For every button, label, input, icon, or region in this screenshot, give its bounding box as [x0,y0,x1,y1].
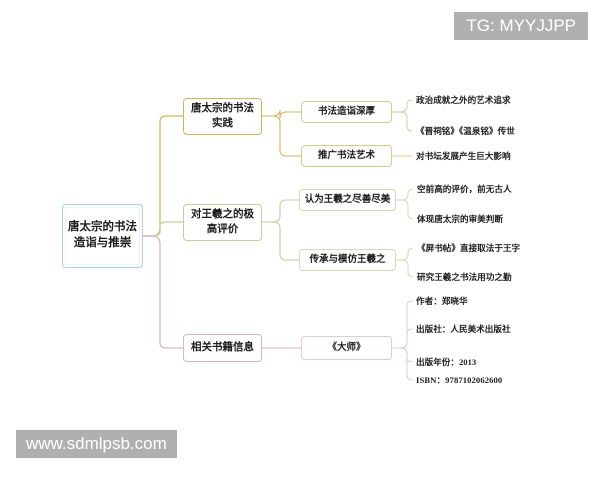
child-node-2-2-label: 传承与模仿王羲之 [309,254,386,265]
child-node-2-2[interactable]: 传承与模仿王羲之 [299,249,396,271]
leaf-1-1-1: 政治成就之外的艺术追求 [416,95,511,105]
leaf-1-2-1: 对书坛发展产生巨大影响 [416,151,511,161]
leaf-3-1-4: ISBN：9787102062600 [416,375,503,385]
branch-node-2[interactable]: 对王羲之的极高评价 [183,204,262,241]
branch-node-3-label: 相关书籍信息 [191,341,254,353]
child-node-1-1[interactable]: 书法造诣深厚 [301,101,392,123]
branch-node-1-label: 唐太宗的书法实践 [191,103,254,129]
branch-node-1[interactable]: 唐太宗的书法实践 [183,98,262,135]
leaf-3-1-2: 出版社：人民美术出版社 [416,324,511,334]
leaf-3-1-3: 出版年份：2013 [416,357,477,367]
root-node-label: 唐太宗的书法造诣与推崇 [68,221,137,249]
branch-node-3[interactable]: 相关书籍信息 [183,334,262,362]
child-node-3-1-label: 《大师》 [327,342,366,353]
child-node-2-1[interactable]: 认为王羲之尽善尽美 [299,189,396,211]
leaf-2-1-1: 空前高的评价，前无古人 [417,184,512,194]
leaf-2-2-1: 《屏书帖》直接取法于王字 [417,243,521,253]
child-node-2-1-label: 认为王羲之尽善尽美 [304,194,391,205]
branch-node-2-label: 对王羲之的极高评价 [191,209,254,235]
child-node-1-2[interactable]: 推广书法艺术 [301,145,392,167]
child-node-3-1[interactable]: 《大师》 [301,336,392,360]
child-node-1-2-label: 推广书法艺术 [317,150,375,161]
watermark-bottom-left: www.sdmlpsb.com [16,430,177,458]
leaf-1-1-2: 《晋祠铭》《温泉铭》传世 [416,126,515,136]
leaf-2-1-2: 体现唐太宗的审美判断 [417,214,503,224]
watermark-top-right: TG: MYYJJPP [454,12,588,40]
leaf-2-2-2: 研究王羲之书法用功之勤 [417,272,512,282]
child-node-1-1-label: 书法造诣深厚 [317,106,375,117]
root-node[interactable]: 唐太宗的书法造诣与推崇 [62,204,143,268]
leaf-3-1-1: 作者：郑晓华 [416,296,468,306]
